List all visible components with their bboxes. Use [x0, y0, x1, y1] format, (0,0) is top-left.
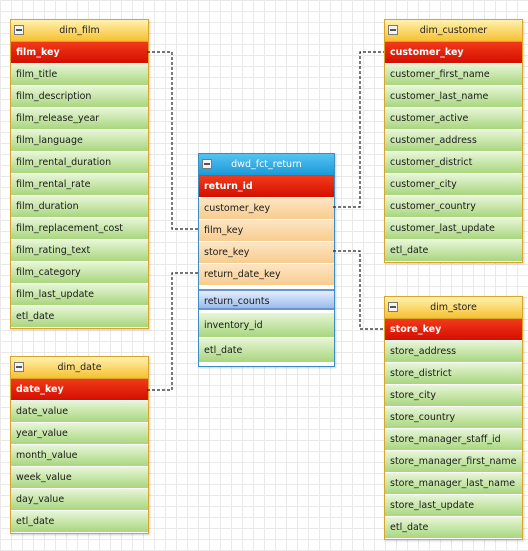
table-header[interactable]: dim_customer	[385, 20, 522, 42]
column-row[interactable]: customer_first_name	[385, 64, 522, 86]
link-customer-key[interactable]	[333, 51, 384, 208]
foreign-key-row[interactable]: return_date_key	[199, 264, 334, 286]
primary-key-row[interactable]: film_key	[11, 42, 148, 64]
table-header[interactable]: dim_store	[385, 297, 522, 319]
column-row[interactable]: week_value	[11, 467, 148, 489]
column-row[interactable]: customer_last_update	[385, 218, 522, 240]
section-divider	[199, 310, 334, 313]
table-header[interactable]: dim_film	[11, 20, 148, 42]
column-row[interactable]: etl_date	[385, 517, 522, 539]
column-row[interactable]: year_value	[11, 423, 148, 445]
column-row[interactable]: day_value	[11, 489, 148, 511]
column-row[interactable]: film_title	[11, 64, 148, 86]
column-row[interactable]: store_last_update	[385, 495, 522, 517]
column-row[interactable]: film_rental_duration	[11, 152, 148, 174]
column-row[interactable]: customer_city	[385, 174, 522, 196]
column-row[interactable]: film_release_year	[11, 108, 148, 130]
collapse-icon[interactable]	[14, 25, 24, 35]
column-row[interactable]: film_duration	[11, 196, 148, 218]
column-row[interactable]: film_description	[11, 86, 148, 108]
column-row[interactable]: etl_date	[11, 511, 148, 533]
primary-key-row[interactable]: store_key	[385, 319, 522, 341]
column-row[interactable]: film_language	[11, 130, 148, 152]
table-title: dim_store	[430, 302, 477, 313]
table-header[interactable]: dim_date	[11, 357, 148, 379]
table-dim-customer[interactable]: dim_customer customer_key customer_first…	[384, 19, 523, 263]
column-row[interactable]: store_district	[385, 363, 522, 385]
table-title: dim_date	[57, 362, 102, 373]
column-row[interactable]: customer_active	[385, 108, 522, 130]
link-store-key[interactable]	[333, 250, 384, 330]
column-row[interactable]: store_manager_first_name	[385, 451, 522, 473]
table-header[interactable]: dwd_fct_return	[199, 154, 334, 176]
column-row[interactable]: film_category	[11, 262, 148, 284]
link-return-date-key[interactable]	[147, 272, 198, 391]
column-row[interactable]: customer_address	[385, 130, 522, 152]
column-row[interactable]: etl_date	[199, 338, 334, 363]
column-row[interactable]: store_manager_staff_id	[385, 429, 522, 451]
primary-key-row[interactable]: return_id	[199, 176, 334, 198]
collapse-icon[interactable]	[202, 159, 212, 169]
column-row[interactable]: etl_date	[11, 306, 148, 328]
column-row[interactable]: store_country	[385, 407, 522, 429]
column-row[interactable]: store_address	[385, 341, 522, 363]
table-title: dim_customer	[419, 25, 488, 36]
column-row[interactable]: film_rating_text	[11, 240, 148, 262]
primary-key-row[interactable]: date_key	[11, 379, 148, 401]
column-row[interactable]: film_last_update	[11, 284, 148, 306]
collapse-icon[interactable]	[388, 302, 398, 312]
column-row[interactable]: film_rental_rate	[11, 174, 148, 196]
table-title: dwd_fct_return	[231, 159, 302, 170]
column-row[interactable]: customer_country	[385, 196, 522, 218]
foreign-key-row[interactable]: store_key	[199, 242, 334, 264]
column-row[interactable]: film_replacement_cost	[11, 218, 148, 240]
foreign-key-row[interactable]: customer_key	[199, 198, 334, 220]
table-title: dim_film	[59, 25, 100, 36]
column-row[interactable]: etl_date	[385, 240, 522, 262]
column-row[interactable]: store_manager_last_name	[385, 473, 522, 495]
primary-key-row[interactable]: customer_key	[385, 42, 522, 64]
column-row[interactable]: month_value	[11, 445, 148, 467]
section-divider	[199, 363, 334, 366]
column-row[interactable]: customer_district	[385, 152, 522, 174]
column-row[interactable]: customer_last_name	[385, 86, 522, 108]
section-divider	[199, 286, 334, 289]
link-film-key[interactable]	[147, 51, 198, 230]
collapse-icon[interactable]	[388, 25, 398, 35]
foreign-key-row[interactable]: film_key	[199, 220, 334, 242]
column-row[interactable]: date_value	[11, 401, 148, 423]
collapse-icon[interactable]	[14, 362, 24, 372]
column-row[interactable]: inventory_id	[199, 313, 334, 338]
column-row[interactable]: store_city	[385, 385, 522, 407]
measure-row[interactable]: return_counts	[199, 289, 334, 310]
